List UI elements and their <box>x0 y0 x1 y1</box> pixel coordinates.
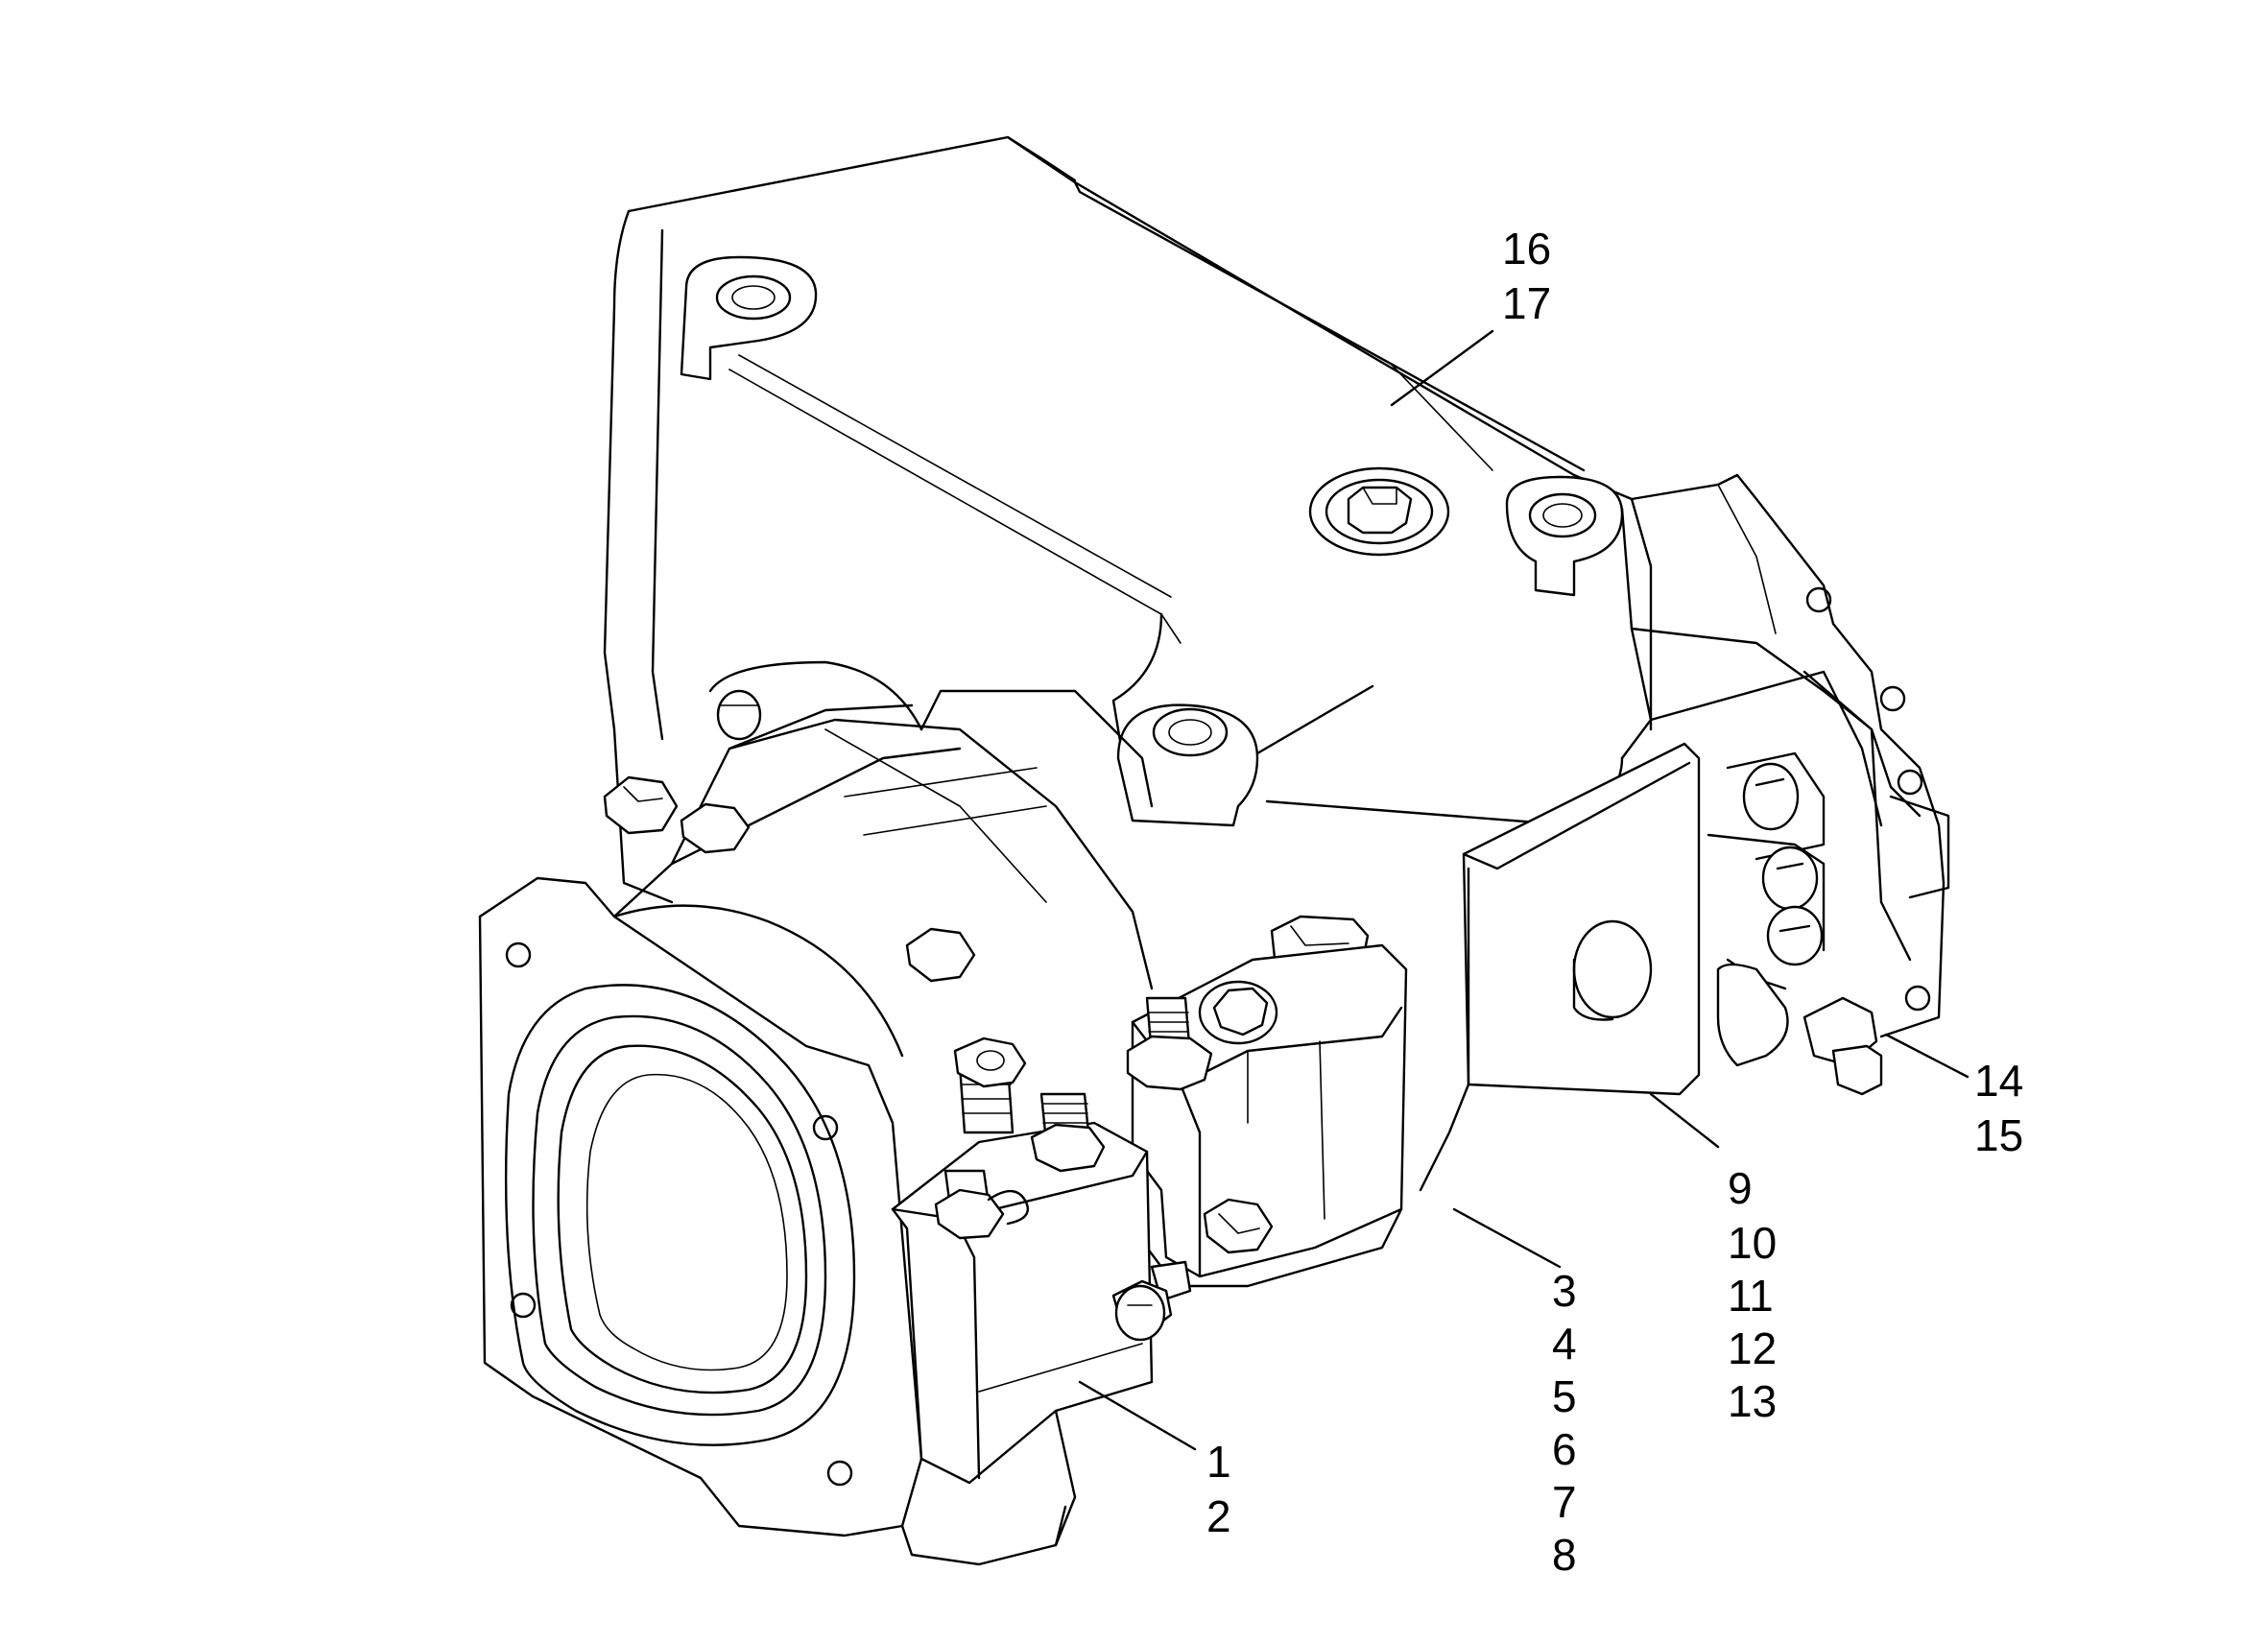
mid-lug <box>1116 703 1259 827</box>
callout-number: 9 <box>1728 1163 1753 1213</box>
leader-14 <box>1884 1033 1970 1079</box>
callout-number: 2 <box>1206 1491 1231 1541</box>
callout-number: 3 <box>1552 1266 1577 1316</box>
front-flange <box>478 876 1067 1566</box>
callout-number: 8 <box>1552 1530 1577 1580</box>
callout-number: 5 <box>1552 1371 1577 1421</box>
leader-9 <box>1649 1092 1720 1149</box>
leader-lines <box>1078 329 1970 1451</box>
rear-cover <box>1630 473 1950 1038</box>
callout-number: 11 <box>1728 1271 1774 1321</box>
callout-number: 10 <box>1728 1218 1778 1268</box>
right-ports <box>1707 751 1883 1096</box>
top-lug-left <box>680 255 818 381</box>
top-port-center <box>1308 466 1450 557</box>
callout-number: 14 <box>1974 1056 2024 1106</box>
leader-1 <box>1078 1380 1197 1451</box>
callout-number: 7 <box>1552 1477 1577 1527</box>
callout-number: 17 <box>1502 278 1552 328</box>
callout-number: 1 <box>1206 1437 1231 1487</box>
callout-number: 13 <box>1728 1376 1778 1426</box>
side-valve-block <box>1419 742 1701 1192</box>
callout-number: 15 <box>1974 1110 2024 1160</box>
callout-number: 16 <box>1502 224 1552 274</box>
leader-16 <box>1390 329 1494 407</box>
callout-number: 12 <box>1728 1323 1778 1373</box>
callout-number: 6 <box>1552 1424 1577 1474</box>
callout-number: 4 <box>1552 1319 1577 1369</box>
top-lug-right <box>1505 475 1624 597</box>
leader-3 <box>1452 1207 1562 1269</box>
control-valve-block <box>1111 943 1408 1307</box>
relief-valve-block <box>891 1036 1173 1547</box>
